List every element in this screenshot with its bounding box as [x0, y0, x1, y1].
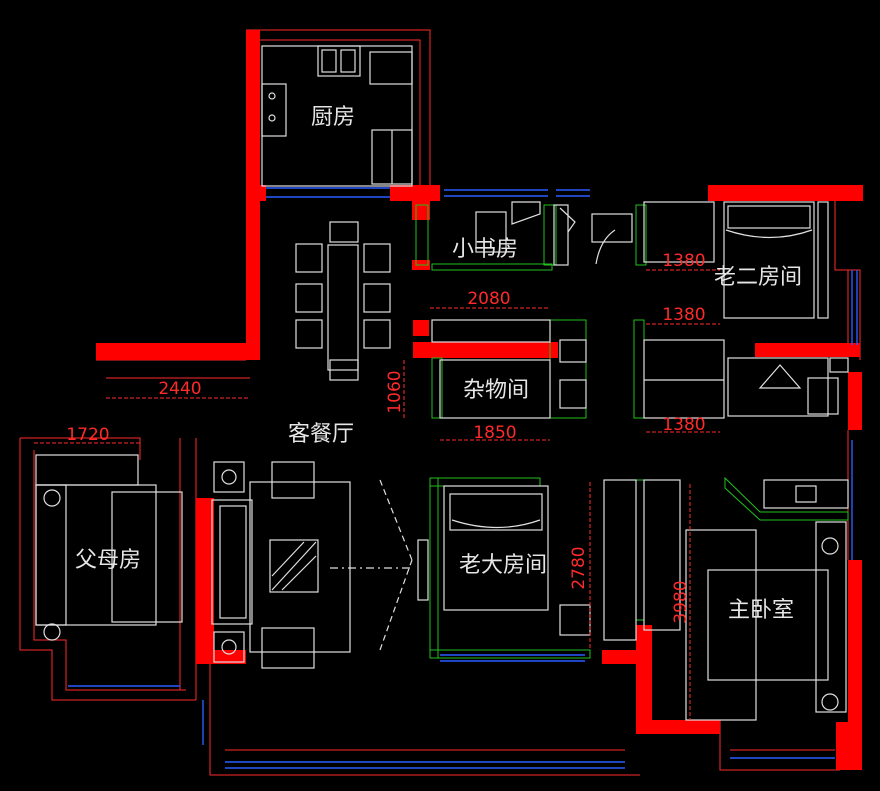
walls — [96, 30, 863, 770]
master-bedroom-furniture — [685, 479, 849, 721]
dim-2780: 2780 — [569, 546, 589, 589]
label-parents-room: 父母房 — [75, 548, 141, 573]
parents-room-furniture — [35, 454, 183, 641]
room-labels: 厨房 小书房 老二房间 杂物间 客餐厅 父母房 老大房间 主卧室 — [75, 105, 802, 623]
dim-2440: 2440 — [158, 379, 201, 399]
storage-cabinets — [431, 319, 725, 419]
living-room-furniture — [211, 461, 429, 669]
dim-1380-bottom: 1380 — [662, 415, 705, 435]
dim-1380-middle: 1380 — [662, 305, 705, 325]
dim-3980: 3980 — [671, 580, 691, 623]
dim-1380-top: 1380 — [662, 251, 705, 271]
label-second-bedroom: 老二房间 — [714, 265, 802, 290]
dim-1060: 1060 — [385, 370, 405, 413]
second-bedroom-furniture — [643, 201, 829, 319]
label-storage: 杂物间 — [463, 378, 529, 403]
windows — [68, 187, 858, 769]
dim-1850: 1850 — [473, 423, 516, 443]
dim-1720: 1720 — [66, 425, 109, 445]
label-study: 小书房 — [452, 237, 518, 262]
kitchen-fixtures — [261, 45, 413, 187]
label-master-bedroom: 主卧室 — [728, 598, 794, 623]
label-living-dining: 客餐厅 — [288, 422, 354, 447]
study-furniture — [475, 201, 633, 266]
bathroom-fixtures — [727, 357, 849, 417]
label-eldest-room: 老大房间 — [459, 553, 547, 578]
dim-2080: 2080 — [467, 289, 510, 309]
dimension-labels: 2080 1380 1380 1380 2440 1060 1850 1720 … — [66, 251, 705, 624]
dining-set — [295, 221, 391, 381]
dimension-lines — [34, 269, 720, 720]
label-kitchen: 厨房 — [311, 105, 355, 130]
